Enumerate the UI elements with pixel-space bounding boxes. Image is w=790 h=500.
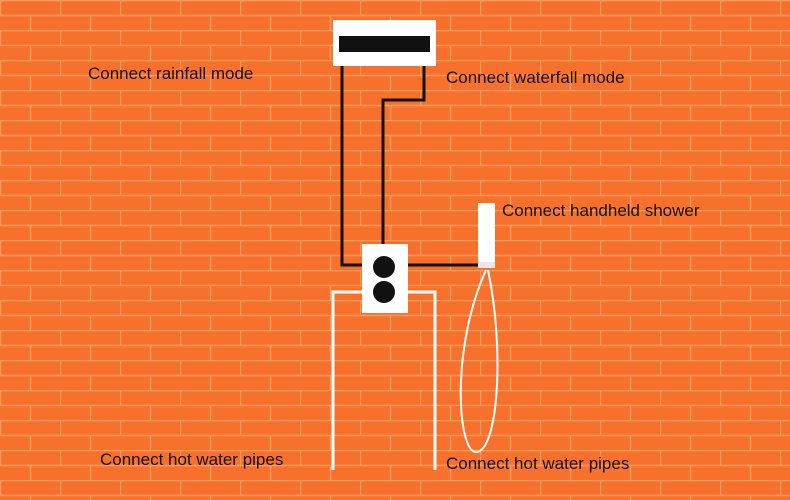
shower-hose: [459, 269, 499, 454]
hot-water-label-left: Connect hot water pipes: [100, 450, 284, 469]
hot-water-label-right: Connect hot water pipes: [446, 454, 630, 473]
mixer-valve-icon: [362, 244, 408, 313]
hot-water-pipe-left: [331, 290, 362, 470]
handheld-shower-icon: [459, 203, 499, 454]
rainfall-label: Connect rainfall mode: [88, 64, 254, 83]
rainfall-pipe: [340, 66, 362, 267]
hot-water-pipe-right: [407, 290, 437, 470]
shower-head-icon: [333, 20, 436, 66]
handheld-label: Connect handheld shower: [502, 201, 700, 220]
waterfall-label: Connect waterfall mode: [446, 68, 625, 87]
waterfall-pipe: [381, 66, 426, 246]
